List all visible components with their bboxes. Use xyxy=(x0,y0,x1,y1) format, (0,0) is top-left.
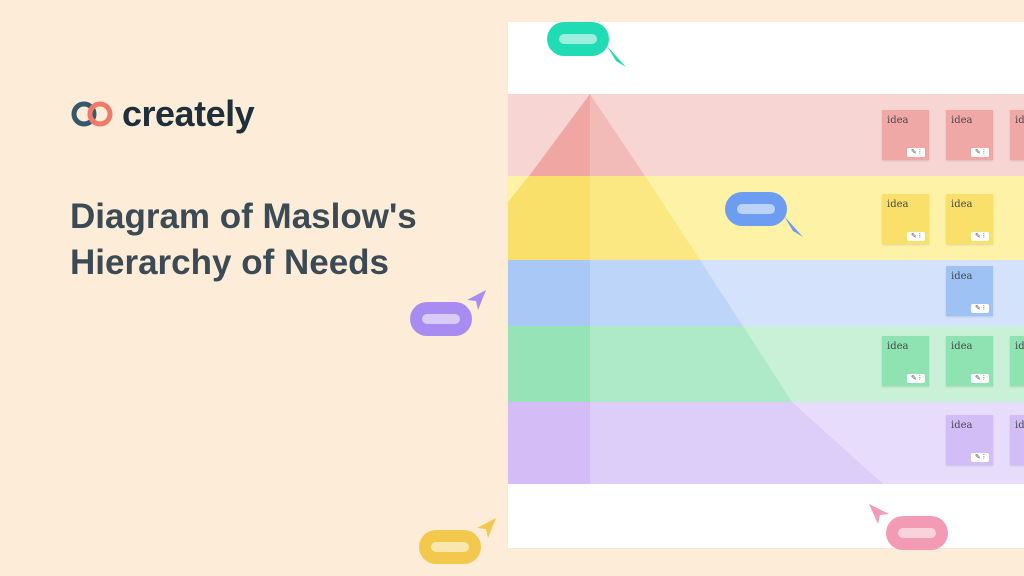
collaborator-name-tag xyxy=(419,530,481,564)
sticky-note-controls[interactable]: ✎ ⁝ xyxy=(971,374,989,383)
cursor-pointer-icon xyxy=(784,216,803,237)
sticky-note[interactable]: idea ✎ ⁝ xyxy=(882,194,929,244)
name-tag-placeholder xyxy=(559,34,597,44)
collaborator-name-tag xyxy=(886,516,948,550)
pyramid-right-second xyxy=(590,176,700,260)
sticky-note[interactable]: idea ✎ ⁝ xyxy=(946,110,993,160)
pyramid-left-third xyxy=(508,260,590,326)
sticky-note[interactable]: idea xyxy=(1010,415,1024,465)
sticky-note-label: idea xyxy=(951,199,973,210)
sticky-note-label: idea xyxy=(951,271,973,282)
sticky-note-label: idea xyxy=(951,341,973,352)
sticky-note-controls[interactable]: ✎ ⁝ xyxy=(971,304,989,313)
name-tag-placeholder xyxy=(737,204,775,214)
sticky-note-controls[interactable]: ✎ ⁝ xyxy=(907,374,925,383)
creately-logo-icon xyxy=(70,100,114,128)
creately-logo[interactable]: creately xyxy=(70,93,255,134)
sticky-note[interactable]: idea ✎ ⁝ xyxy=(946,415,993,465)
name-tag-placeholder xyxy=(431,542,469,552)
pyramid-right-fourth xyxy=(590,326,792,402)
name-tag-placeholder xyxy=(898,528,936,538)
collaborator-name-tag xyxy=(410,302,472,336)
pyramid-left-top xyxy=(529,94,590,176)
sticky-note[interactable]: idea ✎ ⁝ xyxy=(946,266,993,316)
diagram-canvas[interactable]: idea ✎ ⁝ idea ✎ ⁝ idea idea ✎ ⁝ idea ✎ ⁝… xyxy=(508,22,1024,548)
sticky-note[interactable]: idea xyxy=(1010,336,1024,386)
sticky-note-controls[interactable]: ✎ ⁝ xyxy=(907,232,925,241)
pyramid-right-third xyxy=(590,260,743,326)
pyramid-left-base xyxy=(508,402,590,484)
sticky-note-label: idea xyxy=(951,420,973,431)
sticky-note[interactable]: idea xyxy=(1010,110,1024,160)
sticky-note-label: idea xyxy=(951,115,973,126)
cursor-pointer-icon xyxy=(477,518,496,538)
sticky-note[interactable]: idea ✎ ⁝ xyxy=(882,110,929,160)
pyramid-left-second xyxy=(508,176,590,260)
sticky-note-controls[interactable]: ✎ ⁝ xyxy=(907,148,925,157)
sticky-note-label: idea xyxy=(887,115,909,126)
collaborator-name-tag xyxy=(725,192,787,226)
sticky-note-label: idea xyxy=(887,199,909,210)
pyramid-right-top xyxy=(590,94,645,176)
cursor-pointer-icon xyxy=(607,46,626,67)
sticky-note-controls[interactable]: ✎ ⁝ xyxy=(971,148,989,157)
brand-name: creately xyxy=(122,93,255,134)
sticky-note[interactable]: idea ✎ ⁝ xyxy=(946,194,993,244)
page-title: Diagram of Maslow's Hierarchy of Needs xyxy=(70,197,417,282)
sticky-note-controls[interactable]: ✎ ⁝ xyxy=(971,453,989,462)
cursor-pointer-icon xyxy=(869,504,889,524)
sticky-note-label: idea xyxy=(1015,115,1024,126)
cursor-pointer-icon xyxy=(467,290,486,310)
sticky-note-label: idea xyxy=(1015,341,1024,352)
sticky-note-label: idea xyxy=(1015,420,1024,431)
pyramid-right-base xyxy=(590,402,883,484)
sticky-note[interactable]: idea ✎ ⁝ xyxy=(882,336,929,386)
name-tag-placeholder xyxy=(422,314,460,324)
sticky-note[interactable]: idea ✎ ⁝ xyxy=(946,336,993,386)
pyramid-diagram xyxy=(508,94,1024,484)
collaborator-name-tag xyxy=(547,22,609,56)
sticky-note-controls[interactable]: ✎ ⁝ xyxy=(971,232,989,241)
pyramid-left-fourth xyxy=(508,326,590,402)
sticky-note-label: idea xyxy=(887,341,909,352)
